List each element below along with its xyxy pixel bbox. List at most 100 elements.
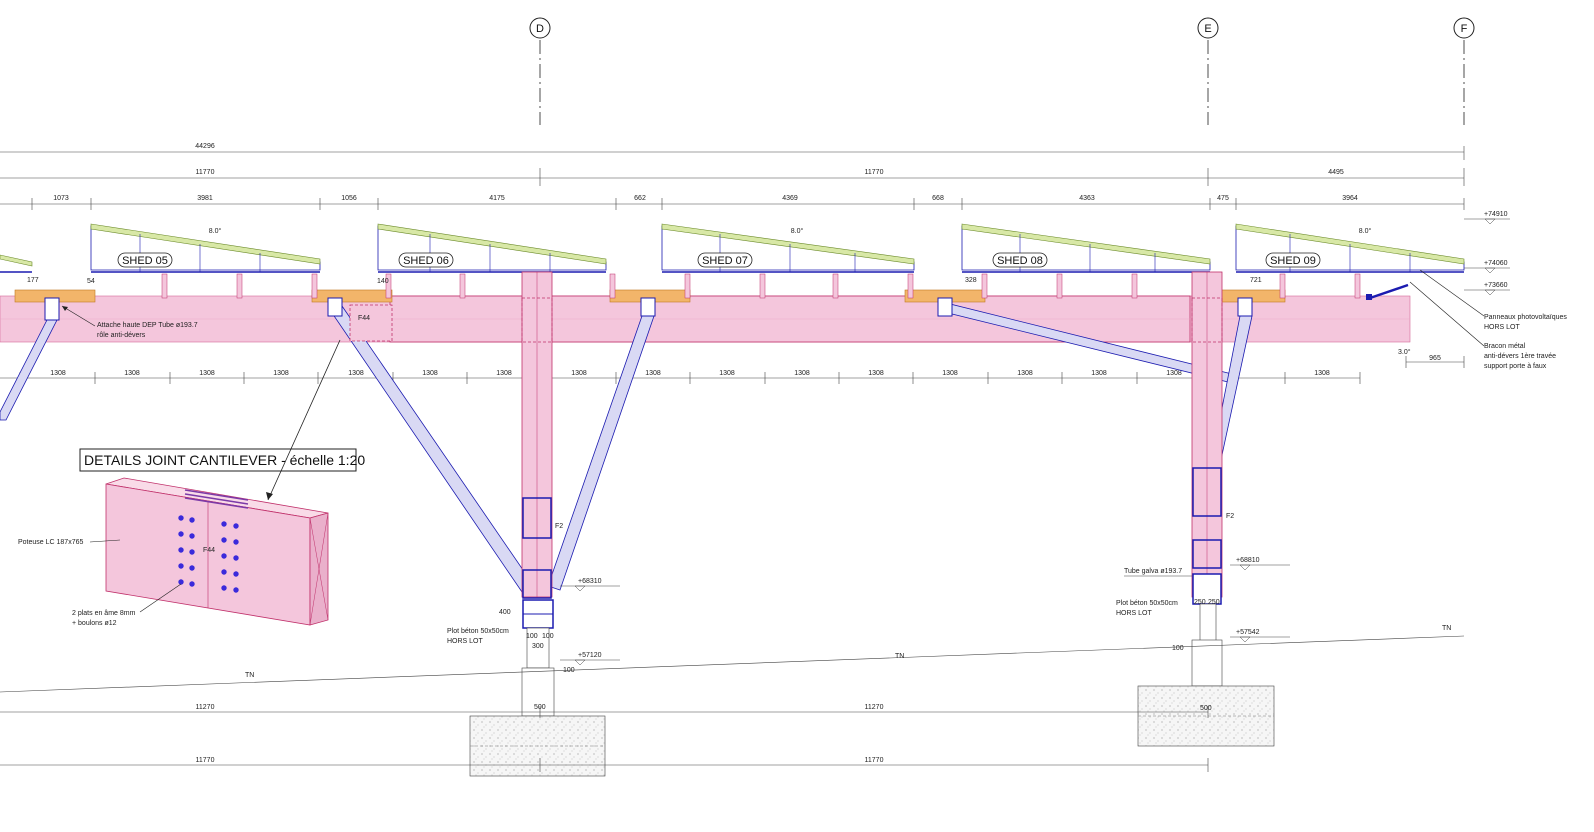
post-E-f2: F2	[1226, 513, 1234, 520]
grid-label-F: F	[1461, 23, 1468, 35]
dim-rafter-15: 1308	[1091, 370, 1107, 377]
dim-bay-3: 4495	[1328, 169, 1344, 176]
annotation-attache-2: rôle anti-dévers	[97, 332, 146, 339]
dimension-cantilever: 965 3.0°	[1398, 348, 1465, 368]
shed-09: SHED 09 8.0°	[1235, 223, 1465, 299]
dim-rafter-14: 1308	[1017, 370, 1033, 377]
shed-05-label: SHED 05	[122, 255, 168, 267]
post-E: F2 250 250 +68810 +57542 100 Tube galva …	[1116, 271, 1290, 747]
detail-poutre: Poteuse LC 187x765	[18, 539, 83, 546]
dim-small-54: 54	[87, 278, 95, 285]
dim-rafter-4: 1308	[273, 370, 289, 377]
shed-07: SHED 07 8.0°	[661, 223, 915, 299]
shed-06: SHED 06	[377, 223, 616, 299]
post-D-plot-beton: Plot béton 50x50cm	[447, 628, 509, 635]
shed-partial-left	[0, 254, 33, 273]
dim-bay-2: 11770	[865, 169, 884, 176]
level-57542: +57542	[1236, 629, 1260, 636]
shed-08-label: SHED 08	[997, 255, 1043, 267]
post-D-w100a: 100	[526, 633, 538, 640]
annotation-bracon-2: anti-dévers 1ère travée	[1484, 353, 1556, 360]
post-E-plot-beton: Plot béton 50x50cm	[1116, 600, 1178, 607]
dim-seg-6: 4369	[782, 195, 798, 202]
grid-axis-E: E	[1197, 17, 1219, 125]
bracon-right	[1366, 283, 1409, 300]
level-68810: +68810	[1236, 557, 1260, 564]
dim-rafter-12: 1308	[868, 370, 884, 377]
annotation-bracon-3: support porte à faux	[1484, 363, 1547, 370]
detail-plats: 2 plats en âme 8mm	[72, 610, 136, 617]
post-E-w250a: 250	[1194, 599, 1206, 606]
level-74060: +74060	[1484, 260, 1508, 267]
grid-label-E: E	[1204, 23, 1211, 35]
dim-rafter-7: 1308	[496, 370, 512, 377]
dim-bottom-1b: 11270	[865, 704, 884, 711]
post-D-hors-lot: HORS LOT	[447, 638, 484, 645]
level-73660: +73660	[1484, 282, 1508, 289]
detail-cantilever: DETAILS JOINT CANTILEVER - échelle 1:20	[18, 339, 365, 627]
annotation-panneaux-1: Panneaux photovoltaïques	[1484, 314, 1567, 321]
post-E-hors-lot: HORS LOT	[1116, 610, 1153, 617]
dim-rafter-2: 1308	[124, 370, 140, 377]
shed-08: SHED 08	[961, 223, 1211, 299]
dim-seg-5: 662	[634, 195, 646, 202]
dim-rafter-9: 1308	[645, 370, 661, 377]
tn-label-1: TN	[245, 672, 254, 679]
dim-rafter-3: 1308	[199, 370, 215, 377]
dim-seg-2: 3981	[197, 195, 213, 202]
dim-rafter-5: 1308	[348, 370, 364, 377]
dim-rafter-16: 1308	[1166, 370, 1182, 377]
post-D-w100b: 100	[542, 633, 554, 640]
dim-small-177: 177	[27, 277, 39, 284]
joint-f44-label: F44	[358, 315, 370, 322]
angle-end: 3.0°	[1398, 348, 1411, 356]
dim-small-721: 721	[1250, 277, 1262, 284]
shed-07-angle: 8.0°	[791, 227, 804, 235]
dim-seg-4: 4175	[489, 195, 505, 202]
detail-f44: F44	[203, 547, 215, 554]
dim-bottom-2a: 11770	[196, 757, 215, 764]
annotation-bracon-1: Bracon métal	[1484, 343, 1526, 350]
post-E-w250b: 250	[1208, 599, 1220, 606]
level-57120: +57120	[578, 652, 602, 659]
dim-rafter-13: 1308	[942, 370, 958, 377]
grid-label-D: D	[536, 23, 544, 35]
dimension-bottom-2: 11770 11770	[0, 757, 1209, 772]
post-D-w300: 300	[532, 643, 544, 650]
detail-title: DETAILS JOINT CANTILEVER - échelle 1:20	[84, 452, 365, 468]
post-D: F2 100 100 300 400 +68310 +57120 100 Plo…	[447, 271, 620, 777]
terrain-line: TN TN TN	[0, 625, 1465, 693]
dim-cantilever: 965	[1429, 355, 1441, 362]
post-E-w500: 500	[1200, 705, 1212, 712]
shed-07-label: SHED 07	[702, 255, 748, 267]
small-dims: 177 54 140 328 721	[27, 277, 1262, 285]
brace-connectors	[44, 297, 1253, 321]
joint-f44-marker: F44	[349, 304, 393, 342]
annotation-panneaux-2: HORS LOT	[1484, 324, 1521, 331]
dim-seg-9: 475	[1217, 195, 1229, 202]
tube-galva-label: Tube galva ø193.7	[1124, 568, 1182, 575]
level-markers-right: +74910 +74060 +73660	[1464, 211, 1510, 296]
annotation-bracon: Bracon métal anti-dévers 1ère travée sup…	[1409, 281, 1556, 370]
shed-09-angle: 8.0°	[1359, 227, 1372, 235]
shed-05-angle: 8.0°	[209, 227, 222, 235]
grid-axis-D: D	[529, 17, 551, 125]
dimension-bottom-1: 11270 11270	[0, 704, 1209, 718]
dim-overall: 44296	[195, 143, 215, 150]
shed-06-label: SHED 06	[403, 255, 449, 267]
dimension-segments: 1073 3981 1056 4175 662 4369 668 4363 47…	[0, 195, 1465, 210]
dim-bottom-1a: 11270	[196, 704, 215, 711]
dim-seg-1: 1073	[53, 195, 69, 202]
dim-seg-10: 3964	[1342, 195, 1358, 202]
dim-seg-7: 668	[932, 195, 944, 202]
dim-rafter-1: 1308	[50, 370, 66, 377]
level-68310: +68310	[578, 578, 602, 585]
dim-rafter-11: 1308	[794, 370, 810, 377]
dimension-rafter-spacing: 1308 1308 1308 1308 1308 1308 1308 1308 …	[0, 370, 1361, 384]
dimension-bays: 11770 11770 4495	[0, 168, 1465, 186]
purlins	[14, 289, 1286, 303]
annotation-attache: Attache haute DEP Tube ø193.7 rôle anti-…	[61, 305, 198, 339]
shed-05: SHED 05 8.0°	[90, 223, 321, 299]
dim-rafter-17: 1308	[1314, 370, 1330, 377]
